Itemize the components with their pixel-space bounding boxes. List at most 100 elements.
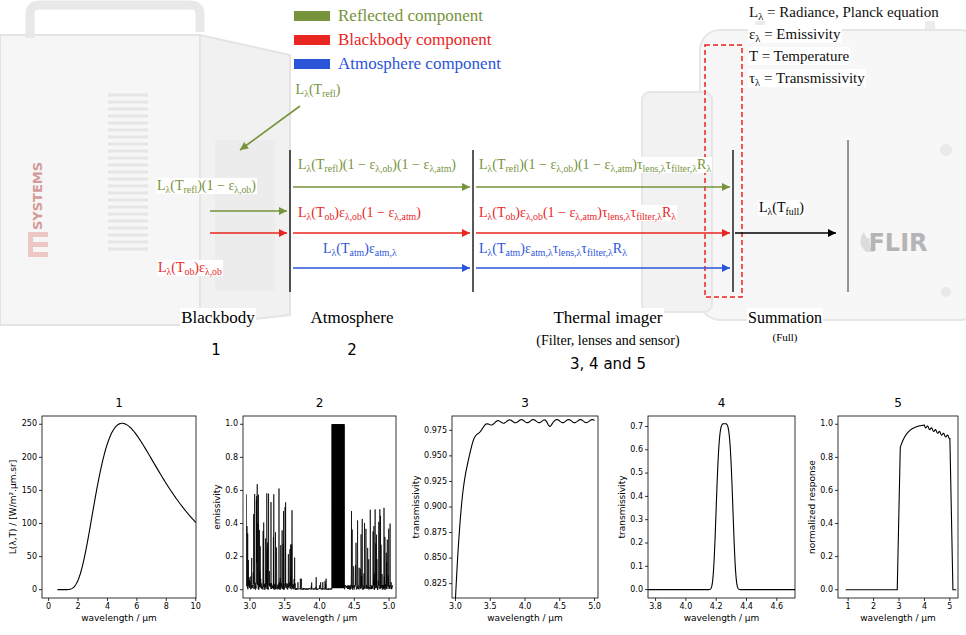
logo-text: FLIR xyxy=(868,229,927,258)
vent-slot xyxy=(108,143,148,146)
line-chart xyxy=(240,416,396,601)
summation-arrow xyxy=(735,232,836,234)
tick-mark xyxy=(240,589,243,590)
tick-mark xyxy=(39,424,42,425)
chart-frame xyxy=(243,416,396,598)
subscript: λ xyxy=(755,77,760,88)
tick-label: 10 xyxy=(191,602,201,612)
subscript: filter,λ xyxy=(671,163,697,174)
subscript: lens,λ xyxy=(558,247,581,258)
chart-plots xyxy=(39,416,958,601)
legend-label: Blackbody component xyxy=(336,30,493,50)
vent-slot xyxy=(108,199,148,202)
tick-label: 4 xyxy=(105,602,110,612)
tick-label: 250 xyxy=(22,419,37,429)
tick-mark xyxy=(594,598,595,601)
tick-mark xyxy=(645,566,648,567)
tick-label: 0.0 xyxy=(630,585,643,595)
legend-swatch xyxy=(294,35,330,45)
tick-label: 0.1 xyxy=(630,562,643,572)
tick-mark xyxy=(166,598,167,601)
stage-number: 2 xyxy=(346,341,358,359)
tick-mark xyxy=(354,598,355,601)
vent-slot xyxy=(108,241,148,244)
subscript: refl xyxy=(506,163,520,174)
tick-mark xyxy=(873,598,874,601)
subscript: λ xyxy=(488,211,493,222)
tick-mark xyxy=(48,598,49,601)
tick-label: 0.8 xyxy=(820,453,833,463)
camera-lens xyxy=(642,92,712,312)
tick-label: 1.0 xyxy=(820,419,833,429)
vent-slot xyxy=(108,101,148,104)
tick-label: 0.5 xyxy=(630,468,643,478)
vent-slot xyxy=(108,108,148,111)
tick-label: 0.3 xyxy=(630,515,643,525)
tick-label: 4.6 xyxy=(770,602,783,612)
subscript: λ xyxy=(332,247,337,258)
tick-mark xyxy=(645,473,648,474)
subscript: refl xyxy=(322,88,336,99)
stage-divider xyxy=(848,140,849,292)
tick-mark xyxy=(136,598,137,601)
tick-mark xyxy=(449,507,452,508)
vent-slot xyxy=(108,122,148,125)
tick-mark xyxy=(39,457,42,458)
formula-label: Lλ(Trefl)(1 − ελ,ob)(1 − ελ,atm)τlens,λτ… xyxy=(478,157,712,174)
tick-label: 1.0 xyxy=(225,419,238,429)
camera-knob xyxy=(940,144,952,156)
tick-mark xyxy=(39,523,42,524)
tick-label: 4 xyxy=(922,602,927,612)
tick-mark xyxy=(39,556,42,557)
reflected-arrow xyxy=(293,186,470,188)
tick-mark xyxy=(449,532,452,533)
stage-subtitle: (Filter, lenses and sensor) xyxy=(535,333,680,350)
tick-label: 0.0 xyxy=(225,585,238,595)
camera-illustration xyxy=(642,9,966,320)
axis-label: emissivity xyxy=(211,484,222,529)
subscript: λ,ob xyxy=(526,211,543,222)
tick-mark xyxy=(716,598,717,601)
subscript: λ,atm xyxy=(429,163,451,174)
tick-mark xyxy=(78,598,79,601)
vent-slot xyxy=(108,136,148,139)
tick-label: 5.0 xyxy=(588,602,601,612)
vent-slot xyxy=(108,150,148,153)
tick-label: 4.0 xyxy=(313,602,326,612)
vent-slot xyxy=(108,115,148,118)
subscript: λ xyxy=(706,163,711,174)
data-curve xyxy=(455,420,594,599)
subscript: filter,λ xyxy=(587,247,613,258)
axis-label: wavelength / μm xyxy=(487,613,563,624)
tick-mark xyxy=(319,598,320,601)
tick-mark xyxy=(645,589,648,590)
atmosphere-arrow xyxy=(476,267,730,269)
tick-label: 4.0 xyxy=(680,602,693,612)
legend-swatch xyxy=(294,59,330,69)
axis-label: wavelength / μm xyxy=(860,613,936,624)
tick-label: 8 xyxy=(164,602,169,612)
axis-label: wavelength / μm xyxy=(282,613,358,624)
stage-number: 3, 4 and 5 xyxy=(569,355,647,373)
tick-label: 0.925 xyxy=(424,477,447,487)
blackbody-vents xyxy=(108,95,148,249)
chart-title: 3 xyxy=(521,396,529,410)
tick-label: 200 xyxy=(22,453,37,463)
axis-label: transmissivity xyxy=(410,476,421,539)
axis-label: L(λ,T) / [W/m².μm.sr] xyxy=(8,460,19,554)
vent-slot xyxy=(108,248,148,251)
tick-mark xyxy=(924,598,925,601)
vent-slot xyxy=(108,213,148,216)
key-entry: τλ = Transmissivity xyxy=(748,69,866,87)
legend-label: Atmosphere component xyxy=(336,54,503,74)
tick-label: 150 xyxy=(22,486,37,496)
key-entry: ελ = Emissivity xyxy=(748,25,842,43)
tick-mark xyxy=(455,598,456,601)
stage-name: Summation xyxy=(747,308,823,327)
tick-mark xyxy=(645,519,648,520)
subscript: filter,λ xyxy=(636,211,662,222)
blackbody-arrow xyxy=(293,232,470,234)
vent-slot xyxy=(108,129,148,132)
tick-mark xyxy=(449,481,452,482)
stage-number: 1 xyxy=(210,341,222,359)
